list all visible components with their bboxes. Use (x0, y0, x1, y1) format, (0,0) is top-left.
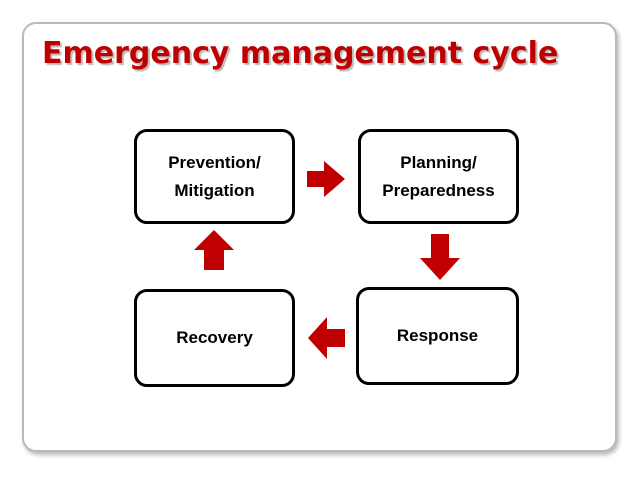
arrow-up-shape (194, 230, 234, 270)
box-label-line: Planning/ (400, 152, 477, 172)
slide-title: Emergency management cycle (42, 36, 559, 71)
arrow-down-icon (420, 234, 460, 280)
arrow-up-icon (194, 230, 234, 270)
arrow-left-icon (308, 317, 345, 359)
box-label-line: Preparedness (382, 180, 495, 200)
arrow-left-shape (308, 317, 345, 359)
arrow-down-shape (420, 234, 460, 280)
box-prevention-mitigation: Prevention/ Mitigation (134, 129, 295, 224)
box-label-line: Mitigation (174, 180, 255, 200)
box-response: Response (356, 287, 519, 385)
slide-frame: Emergency management cycle Prevention/ M… (22, 22, 617, 452)
arrow-right-shape (307, 161, 345, 197)
box-label-line: Prevention/ (168, 152, 261, 172)
box-label-line: Recovery (176, 328, 253, 347)
box-planning-preparedness: Planning/ Preparedness (358, 129, 519, 224)
box-recovery: Recovery (134, 289, 295, 387)
arrow-right-icon (307, 161, 345, 197)
box-label-line: Response (396, 326, 479, 345)
